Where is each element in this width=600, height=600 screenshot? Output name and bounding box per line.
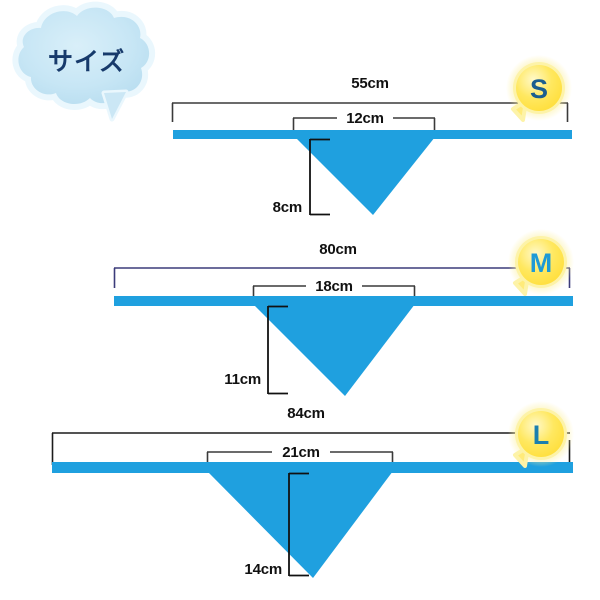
depth-label-m: 11cm — [224, 371, 261, 388]
depth-label-l: 14cm — [244, 561, 282, 578]
neck-dimension-s: 12cm — [292, 108, 436, 132]
title-label: サイズ — [48, 47, 125, 76]
size-group-m: 80cm 18cm 11cm — [113, 229, 574, 396]
bandana-bar-l — [52, 462, 573, 473]
width-label-l: 84cm — [287, 405, 325, 422]
bandana-shape-s — [173, 130, 572, 215]
title-speech-bubble: サイズ — [12, 1, 156, 122]
size-group-l: 84cm 21cm 14cm — [51, 401, 574, 578]
width-dimension-s: 55cm — [171, 72, 569, 122]
bandana-bar-s — [173, 130, 572, 139]
neck-label-l: 21cm — [282, 444, 320, 461]
size-badge-l: L — [508, 401, 574, 468]
size-badge-m: M — [508, 229, 574, 296]
bandana-triangle-l — [207, 471, 393, 578]
size-badge-letter-s: S — [530, 74, 548, 104]
neck-label-s: 12cm — [346, 110, 384, 127]
bandana-triangle-m — [253, 304, 415, 396]
cloud-tail-fill — [104, 92, 126, 119]
width-dimension-l: 84cm — [51, 402, 571, 465]
bandana-shape-l — [52, 462, 573, 578]
size-badge-letter-m: M — [530, 248, 553, 278]
bandana-bar-m — [114, 296, 573, 306]
size-badge-letter-l: L — [533, 420, 550, 450]
size-badge-s: S — [506, 55, 572, 122]
depth-dimension-m: 11cm — [224, 305, 288, 395]
cloud-body — [18, 7, 150, 105]
neck-dimension-m: 18cm — [252, 276, 416, 300]
bandana-triangle-s — [295, 137, 435, 215]
size-group-s: 55cm 12cm 8cm — [171, 55, 572, 216]
depth-label-s: 8cm — [273, 199, 302, 216]
depth-dimension-s: 8cm — [273, 138, 330, 216]
neck-label-m: 18cm — [315, 278, 353, 295]
depth-dimension-l: 14cm — [244, 472, 309, 578]
width-label-m: 80cm — [319, 241, 357, 258]
width-label-s: 55cm — [351, 75, 389, 92]
bandana-shape-m — [114, 296, 573, 396]
